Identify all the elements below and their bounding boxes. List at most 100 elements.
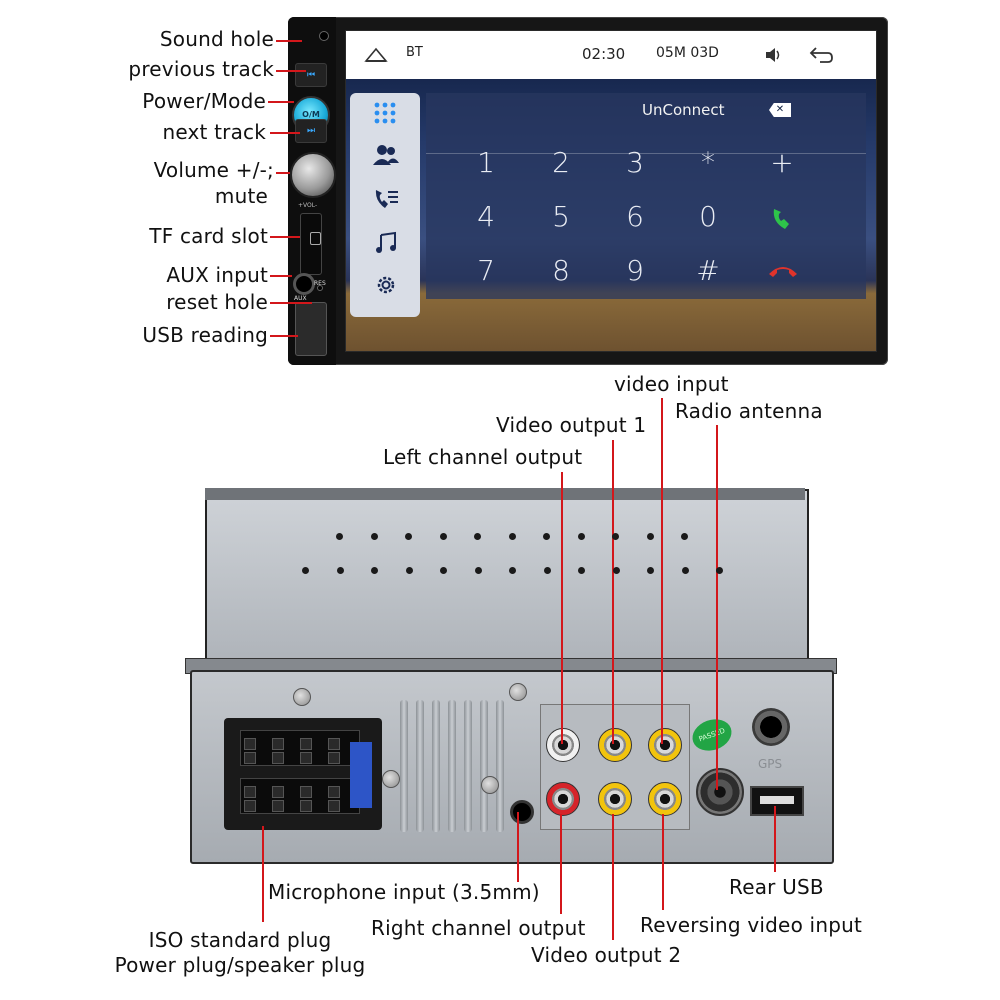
rca-left-channel[interactable]	[546, 728, 580, 762]
dial-key[interactable]: 9	[626, 254, 644, 287]
leader-line	[612, 814, 614, 940]
label-right-channel-output: Right channel output	[371, 916, 586, 940]
dial-key[interactable]: 7	[477, 254, 495, 287]
leader-line	[662, 814, 664, 910]
usb-port-front[interactable]	[295, 302, 327, 356]
leader-line	[268, 101, 294, 103]
vent-hole	[509, 567, 516, 574]
iso-pin	[244, 738, 256, 750]
vent-hole	[612, 567, 620, 574]
label-rear-usb: Rear USB	[729, 875, 824, 899]
hangup-icon[interactable]	[767, 262, 799, 280]
aux-label: AUX	[294, 295, 307, 302]
vent-hole	[440, 567, 447, 574]
label-video-input: video input	[614, 372, 729, 396]
clock: 02:30	[582, 45, 626, 63]
iso-pin	[328, 800, 340, 812]
date: 05M 03D	[656, 45, 719, 61]
connection-status: UnConnect	[642, 101, 725, 119]
vent-hole	[646, 533, 654, 540]
speaker-icon[interactable]	[764, 46, 784, 64]
iso-connector[interactable]	[224, 718, 382, 830]
label-volume: Volume +/-;	[153, 158, 274, 182]
dial-key[interactable]: +	[770, 146, 794, 179]
contacts-icon[interactable]	[373, 143, 399, 167]
back-arrow-icon[interactable]	[808, 45, 834, 65]
vent-hole	[647, 567, 654, 574]
iso-pin	[272, 752, 284, 764]
iso-pin	[328, 786, 340, 798]
bluetooth-status: BT	[406, 45, 423, 60]
leader-line	[270, 275, 292, 277]
label-video-output-2: Video output 2	[531, 943, 682, 967]
backspace-icon[interactable]: ✕	[769, 103, 791, 117]
dial-key[interactable]: 3	[626, 146, 644, 179]
radio-antenna-port[interactable]	[696, 768, 744, 816]
dial-key[interactable]: 2	[552, 146, 570, 179]
dial-key[interactable]: 1	[477, 146, 495, 179]
previous-track-button[interactable]: ⏮	[295, 63, 327, 87]
iso-pin	[300, 752, 312, 764]
leader-line	[560, 814, 562, 914]
vent-slot	[400, 700, 408, 832]
grid-icon[interactable]	[373, 101, 397, 125]
iso-pin	[244, 800, 256, 812]
sound-hole	[319, 31, 329, 41]
leader-line	[270, 236, 300, 238]
vent-slot	[464, 700, 472, 832]
settings-icon[interactable]	[374, 273, 398, 297]
iso-pin	[300, 786, 312, 798]
control-strip: ⏮ O/M ⏭ +VOL- AUX RES	[288, 17, 336, 365]
iso-pin	[244, 786, 256, 798]
rca-right-channel[interactable]	[546, 782, 580, 816]
volume-knob[interactable]	[290, 152, 336, 198]
leader-line	[276, 172, 290, 174]
dial-key[interactable]: 0	[699, 200, 717, 233]
leader-line	[270, 335, 298, 337]
call-log-icon[interactable]	[373, 187, 399, 211]
iso-pin	[300, 738, 312, 750]
vent-hole	[336, 567, 344, 574]
reset-hole[interactable]	[317, 285, 323, 291]
label-radio-antenna: Radio antenna	[675, 399, 823, 423]
home-icon[interactable]	[364, 45, 388, 65]
call-icon[interactable]	[770, 206, 796, 232]
microphone-jack[interactable]	[510, 800, 534, 824]
gps-port[interactable]	[752, 708, 790, 746]
vent-hole	[336, 533, 343, 540]
rca-video-output-1[interactable]	[598, 728, 632, 762]
dial-key[interactable]: #	[696, 254, 720, 287]
screw	[293, 688, 311, 706]
next-track-button[interactable]: ⏭	[295, 119, 327, 143]
aux-input-jack[interactable]	[293, 273, 315, 295]
vent-hole	[612, 533, 619, 540]
dial-key[interactable]: *	[701, 146, 715, 179]
dial-key[interactable]: 5	[552, 200, 570, 233]
rear-usb-port[interactable]	[750, 786, 804, 816]
screw	[509, 683, 527, 701]
label-left-channel-output: Left channel output	[383, 445, 583, 469]
dial-key[interactable]: 6	[626, 200, 644, 233]
dial-key[interactable]: 4	[477, 200, 495, 233]
label-next-track: next track	[162, 120, 266, 144]
dial-key[interactable]: 8	[552, 254, 570, 287]
rca-reversing-video[interactable]	[648, 782, 682, 816]
iso-pin	[272, 786, 284, 798]
vent-slot	[496, 700, 504, 832]
vent-slot	[432, 700, 440, 832]
leader-line	[661, 398, 663, 744]
rca-video-output-2[interactable]	[598, 782, 632, 816]
touch-screen: BT 02:30 05M 03D	[345, 30, 877, 352]
vent-hole	[405, 533, 412, 540]
music-icon[interactable]	[375, 231, 397, 255]
leader-line	[774, 806, 776, 872]
rca-video-input[interactable]	[648, 728, 682, 762]
chassis-edge	[205, 488, 805, 500]
volume-knob-label: +VOL-	[298, 202, 318, 209]
head-unit-front: ⏮ O/M ⏭ +VOL- AUX RES BT 02:30 05M 03D	[288, 17, 888, 365]
label-microphone-input: Microphone input (3.5mm)	[268, 880, 540, 904]
vent-hole	[439, 533, 447, 540]
vent-hole	[371, 567, 378, 574]
screw	[382, 770, 400, 788]
reset-label: RES	[314, 280, 326, 287]
